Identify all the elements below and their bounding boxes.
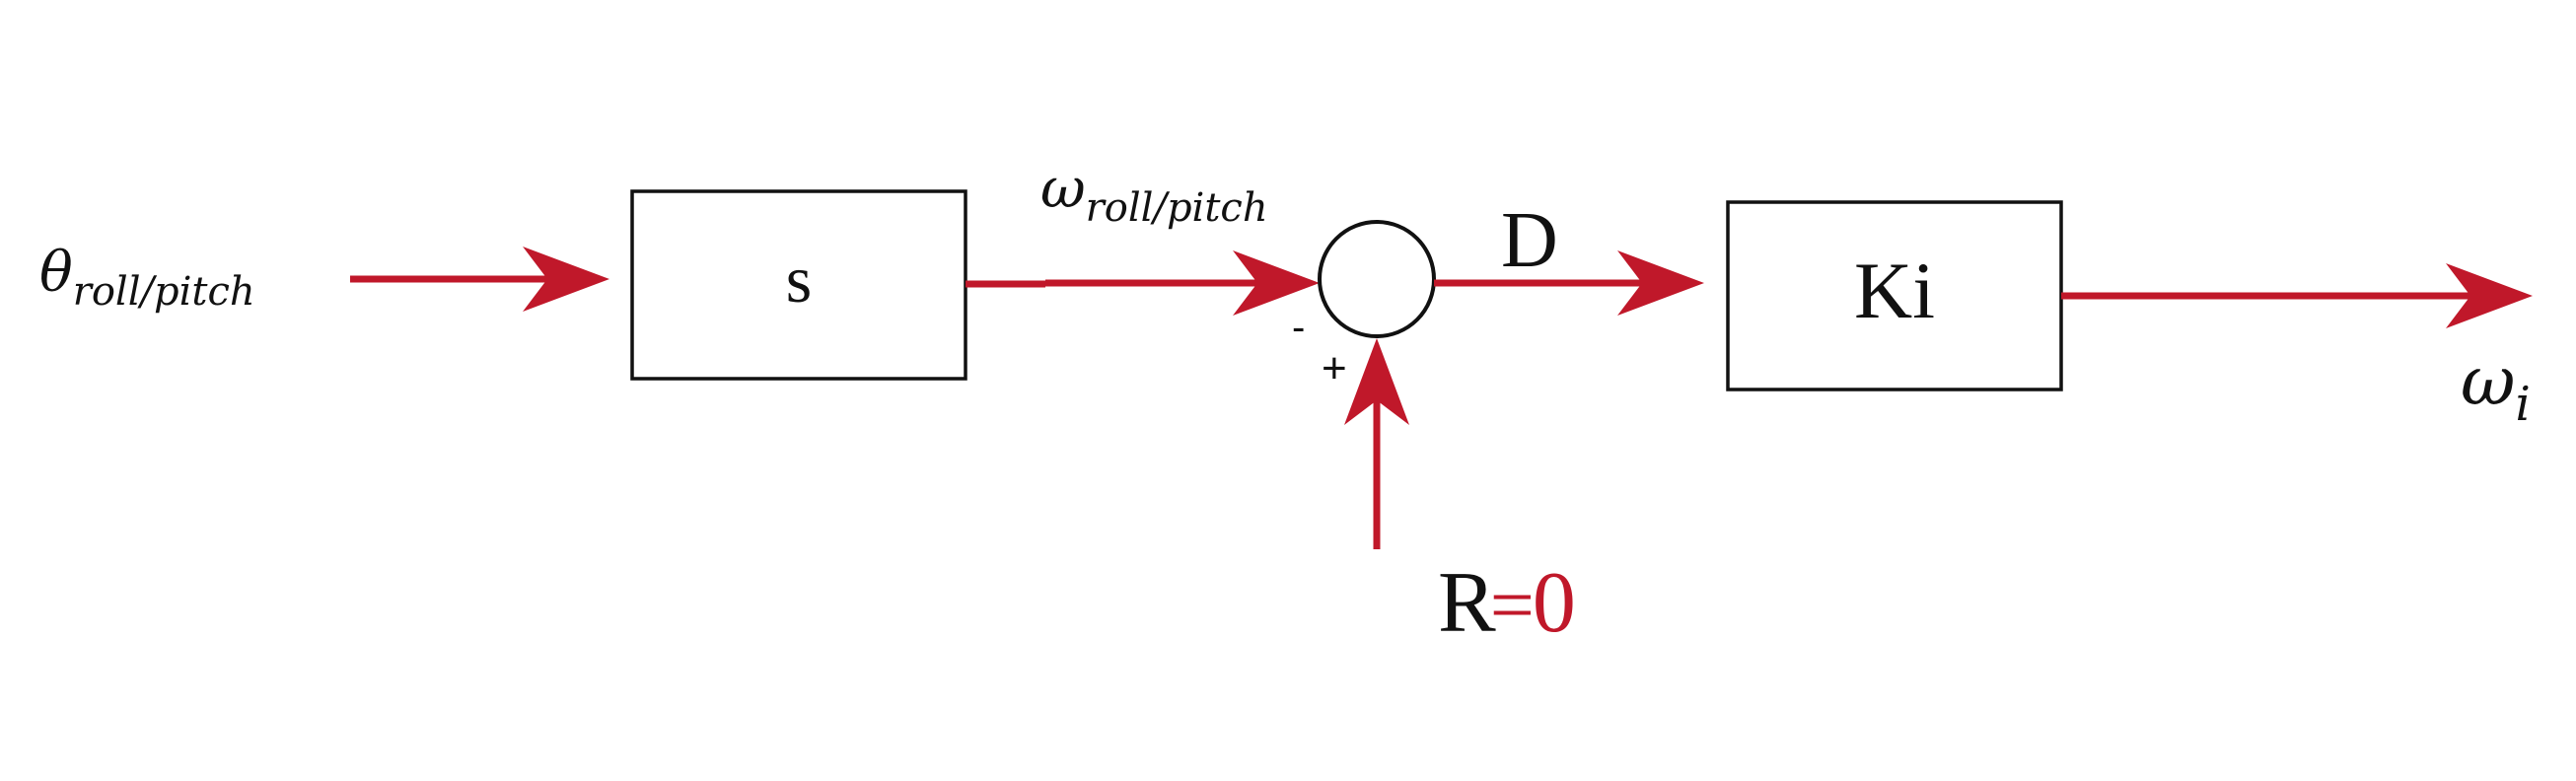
output-arrow	[2061, 263, 2533, 328]
error-signal-label: D	[1501, 197, 1558, 284]
plus-sign: +	[1322, 344, 1347, 392]
minus-sign: -	[1292, 306, 1305, 349]
input-signal-label: θroll/pitch	[39, 241, 255, 315]
block-s: s	[630, 189, 967, 381]
output-symbol: ω	[2461, 343, 2515, 421]
error-arrow	[1434, 250, 1704, 316]
input-symbol: θ	[39, 241, 73, 305]
intermediate-subscript: roll/pitch	[1086, 185, 1268, 231]
input-subscript: roll/pitch	[73, 269, 255, 315]
reference-label: R = 0	[1438, 555, 1576, 651]
output-subscript: i	[2515, 377, 2530, 432]
reference-equals: =	[1490, 562, 1535, 649]
intermediate-signal-label: ωroll/pitch	[1040, 157, 1268, 231]
reference-symbol: R	[1438, 555, 1496, 651]
reference-arrow	[1344, 338, 1409, 549]
intermediate-symbol: ω	[1040, 157, 1086, 221]
block-s-label: s	[786, 242, 812, 317]
input-arrow	[350, 247, 609, 312]
block-ki-label: Ki	[1854, 246, 1935, 335]
block-ki: Ki	[1726, 200, 2063, 391]
summing-junction: - +	[1292, 220, 1436, 392]
output-signal-label: ωi	[2461, 343, 2531, 432]
s-to-sum-arrow	[966, 250, 1320, 316]
reference-value: 0	[1533, 555, 1576, 651]
